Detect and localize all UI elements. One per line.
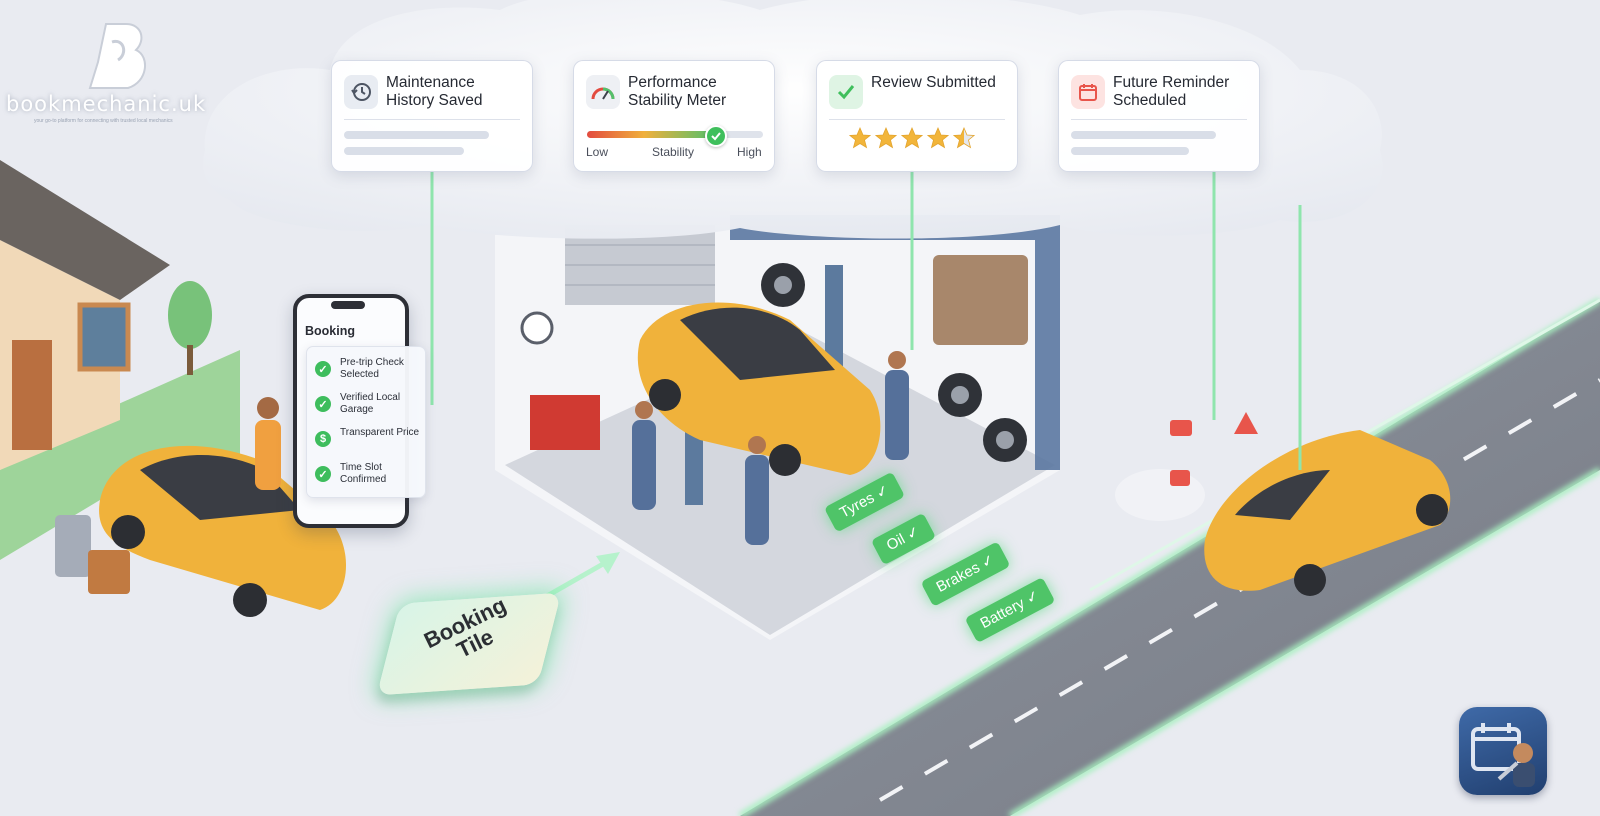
card-review-submitted[interactable]: Review Submitted bbox=[816, 60, 1018, 172]
check-icon bbox=[829, 75, 863, 109]
luggage bbox=[55, 515, 130, 594]
car-garage bbox=[637, 302, 881, 476]
app-icon[interactable] bbox=[1459, 707, 1547, 795]
house bbox=[0, 160, 240, 560]
star-icon bbox=[849, 127, 871, 149]
cloud bbox=[203, 0, 1383, 239]
card-title: Maintenance History Saved bbox=[386, 74, 483, 109]
placeholder-line bbox=[1071, 131, 1216, 139]
star-icon bbox=[875, 127, 897, 149]
meter-check-icon bbox=[704, 125, 727, 147]
checklist-label: Pre-trip Check Selected bbox=[340, 357, 404, 380]
placeholder-line bbox=[344, 131, 489, 139]
brand-name: bookmechanic.uk bbox=[6, 92, 207, 116]
checklist-item[interactable]: $ Transparent Price bbox=[315, 427, 425, 459]
meter-mid-label: Stability bbox=[652, 145, 695, 159]
phone-title: Booking bbox=[305, 324, 355, 338]
meter-low-label: Low bbox=[586, 145, 609, 159]
card-maintenance-history[interactable]: Maintenance History Saved bbox=[331, 60, 533, 172]
card-title: Future Reminder Scheduled bbox=[1113, 74, 1230, 109]
star-icon bbox=[927, 127, 949, 149]
star-icon bbox=[953, 127, 975, 149]
check-icon: ✓ bbox=[315, 361, 331, 377]
meter-fill bbox=[587, 131, 714, 138]
brand-tagline: your go-to platform for connecting with … bbox=[34, 118, 173, 124]
connector-lines bbox=[430, 170, 1302, 470]
divider bbox=[344, 119, 520, 120]
check-icon: ✓ bbox=[315, 466, 331, 482]
calendar-mechanic-icon bbox=[1471, 723, 1535, 787]
brand-logo[interactable]: bookmechanic.uk your go-to platform for … bbox=[6, 20, 216, 130]
logo-mark-icon bbox=[88, 23, 146, 89]
checklist-label: Transparent Price bbox=[340, 427, 420, 438]
checklist-item[interactable]: ✓ Time Slot Confirmed bbox=[315, 462, 425, 494]
card-future-reminder[interactable]: Future Reminder Scheduled bbox=[1058, 60, 1260, 172]
star-rating bbox=[849, 127, 975, 149]
checklist-label: Time Slot Confirmed bbox=[340, 462, 387, 485]
phone-notch bbox=[331, 301, 365, 309]
divider bbox=[1071, 119, 1247, 120]
card-title: Review Submitted bbox=[871, 74, 996, 91]
customer bbox=[255, 397, 281, 490]
booking-tile[interactable]: Booking Tile bbox=[376, 592, 562, 696]
history-icon bbox=[344, 75, 378, 109]
gauge-icon bbox=[586, 75, 620, 109]
checklist-item[interactable]: ✓ Verified Local Garage bbox=[315, 392, 425, 424]
placeholder-line bbox=[1071, 147, 1189, 155]
card-title: Performance Stability Meter bbox=[628, 74, 727, 109]
arrow bbox=[538, 552, 620, 603]
star-icon bbox=[901, 127, 923, 149]
checklist-label: Verified Local Garage bbox=[340, 392, 401, 415]
checklist-item[interactable]: ✓ Pre-trip Check Selected bbox=[315, 357, 425, 389]
booking-checklist: ✓ Pre-trip Check Selected ✓ Verified Loc… bbox=[306, 346, 426, 498]
placeholder-line bbox=[344, 147, 464, 155]
card-performance-meter[interactable]: Performance Stability Meter Low Stabilit… bbox=[573, 60, 775, 172]
dollar-icon: $ bbox=[315, 431, 331, 447]
mechanics bbox=[632, 351, 909, 545]
stability-meter bbox=[587, 125, 763, 147]
check-icon: ✓ bbox=[315, 396, 331, 412]
warning-icons bbox=[1170, 412, 1258, 486]
calendar-icon bbox=[1071, 75, 1105, 109]
divider bbox=[829, 119, 1005, 120]
meter-high-label: High bbox=[737, 145, 762, 159]
